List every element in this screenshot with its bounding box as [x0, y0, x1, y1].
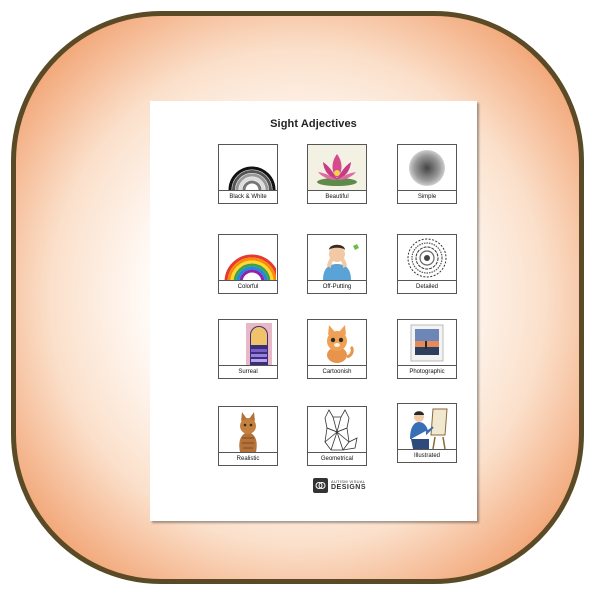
card-geometrical[interactable]: Geometrical — [307, 406, 367, 466]
avd-logo-icon — [313, 478, 328, 493]
surreal-doorway-icon — [219, 320, 277, 366]
artist-at-easel-icon — [398, 404, 456, 450]
card-cartoonish[interactable]: Cartoonish — [307, 319, 367, 379]
card-off-putting[interactable]: Off-Putting — [307, 234, 367, 294]
card-illustrated[interactable]: Illustrated — [397, 403, 457, 463]
worksheet-page: Sight Adjectives Black & White — [150, 101, 477, 521]
gray-circle-icon — [398, 145, 456, 191]
logo: AUTISM VISUAL DESIGNS — [313, 478, 366, 493]
card-beautiful[interactable]: Beautiful — [307, 144, 367, 204]
card-surreal[interactable]: Surreal — [218, 319, 278, 379]
logo-line-1: AUTISM VISUAL — [331, 479, 366, 484]
card-simple[interactable]: Simple — [397, 144, 457, 204]
realistic-cat-icon — [219, 407, 277, 453]
card-colorful[interactable]: Colorful — [218, 234, 278, 294]
color-rainbow-icon — [219, 235, 277, 281]
black-white-rainbow-icon — [219, 145, 277, 191]
circle-frame: Sight Adjectives Black & White — [11, 11, 584, 584]
mandala-icon — [398, 235, 456, 281]
card-realistic[interactable]: Realistic — [218, 406, 278, 466]
lotus-flower-icon — [308, 145, 366, 191]
card-detailed[interactable]: Detailed — [397, 234, 457, 294]
logo-line-2: DESIGNS — [331, 484, 367, 491]
cartoon-cat-icon — [308, 320, 366, 366]
geometric-cat-icon — [308, 407, 366, 453]
page-title: Sight Adjectives — [270, 118, 357, 130]
man-covering-face-icon — [308, 235, 366, 281]
framed-photo-icon — [398, 320, 456, 366]
card-black-white[interactable]: Black & White — [218, 144, 278, 204]
card-photographic[interactable]: Photographic — [397, 319, 457, 379]
